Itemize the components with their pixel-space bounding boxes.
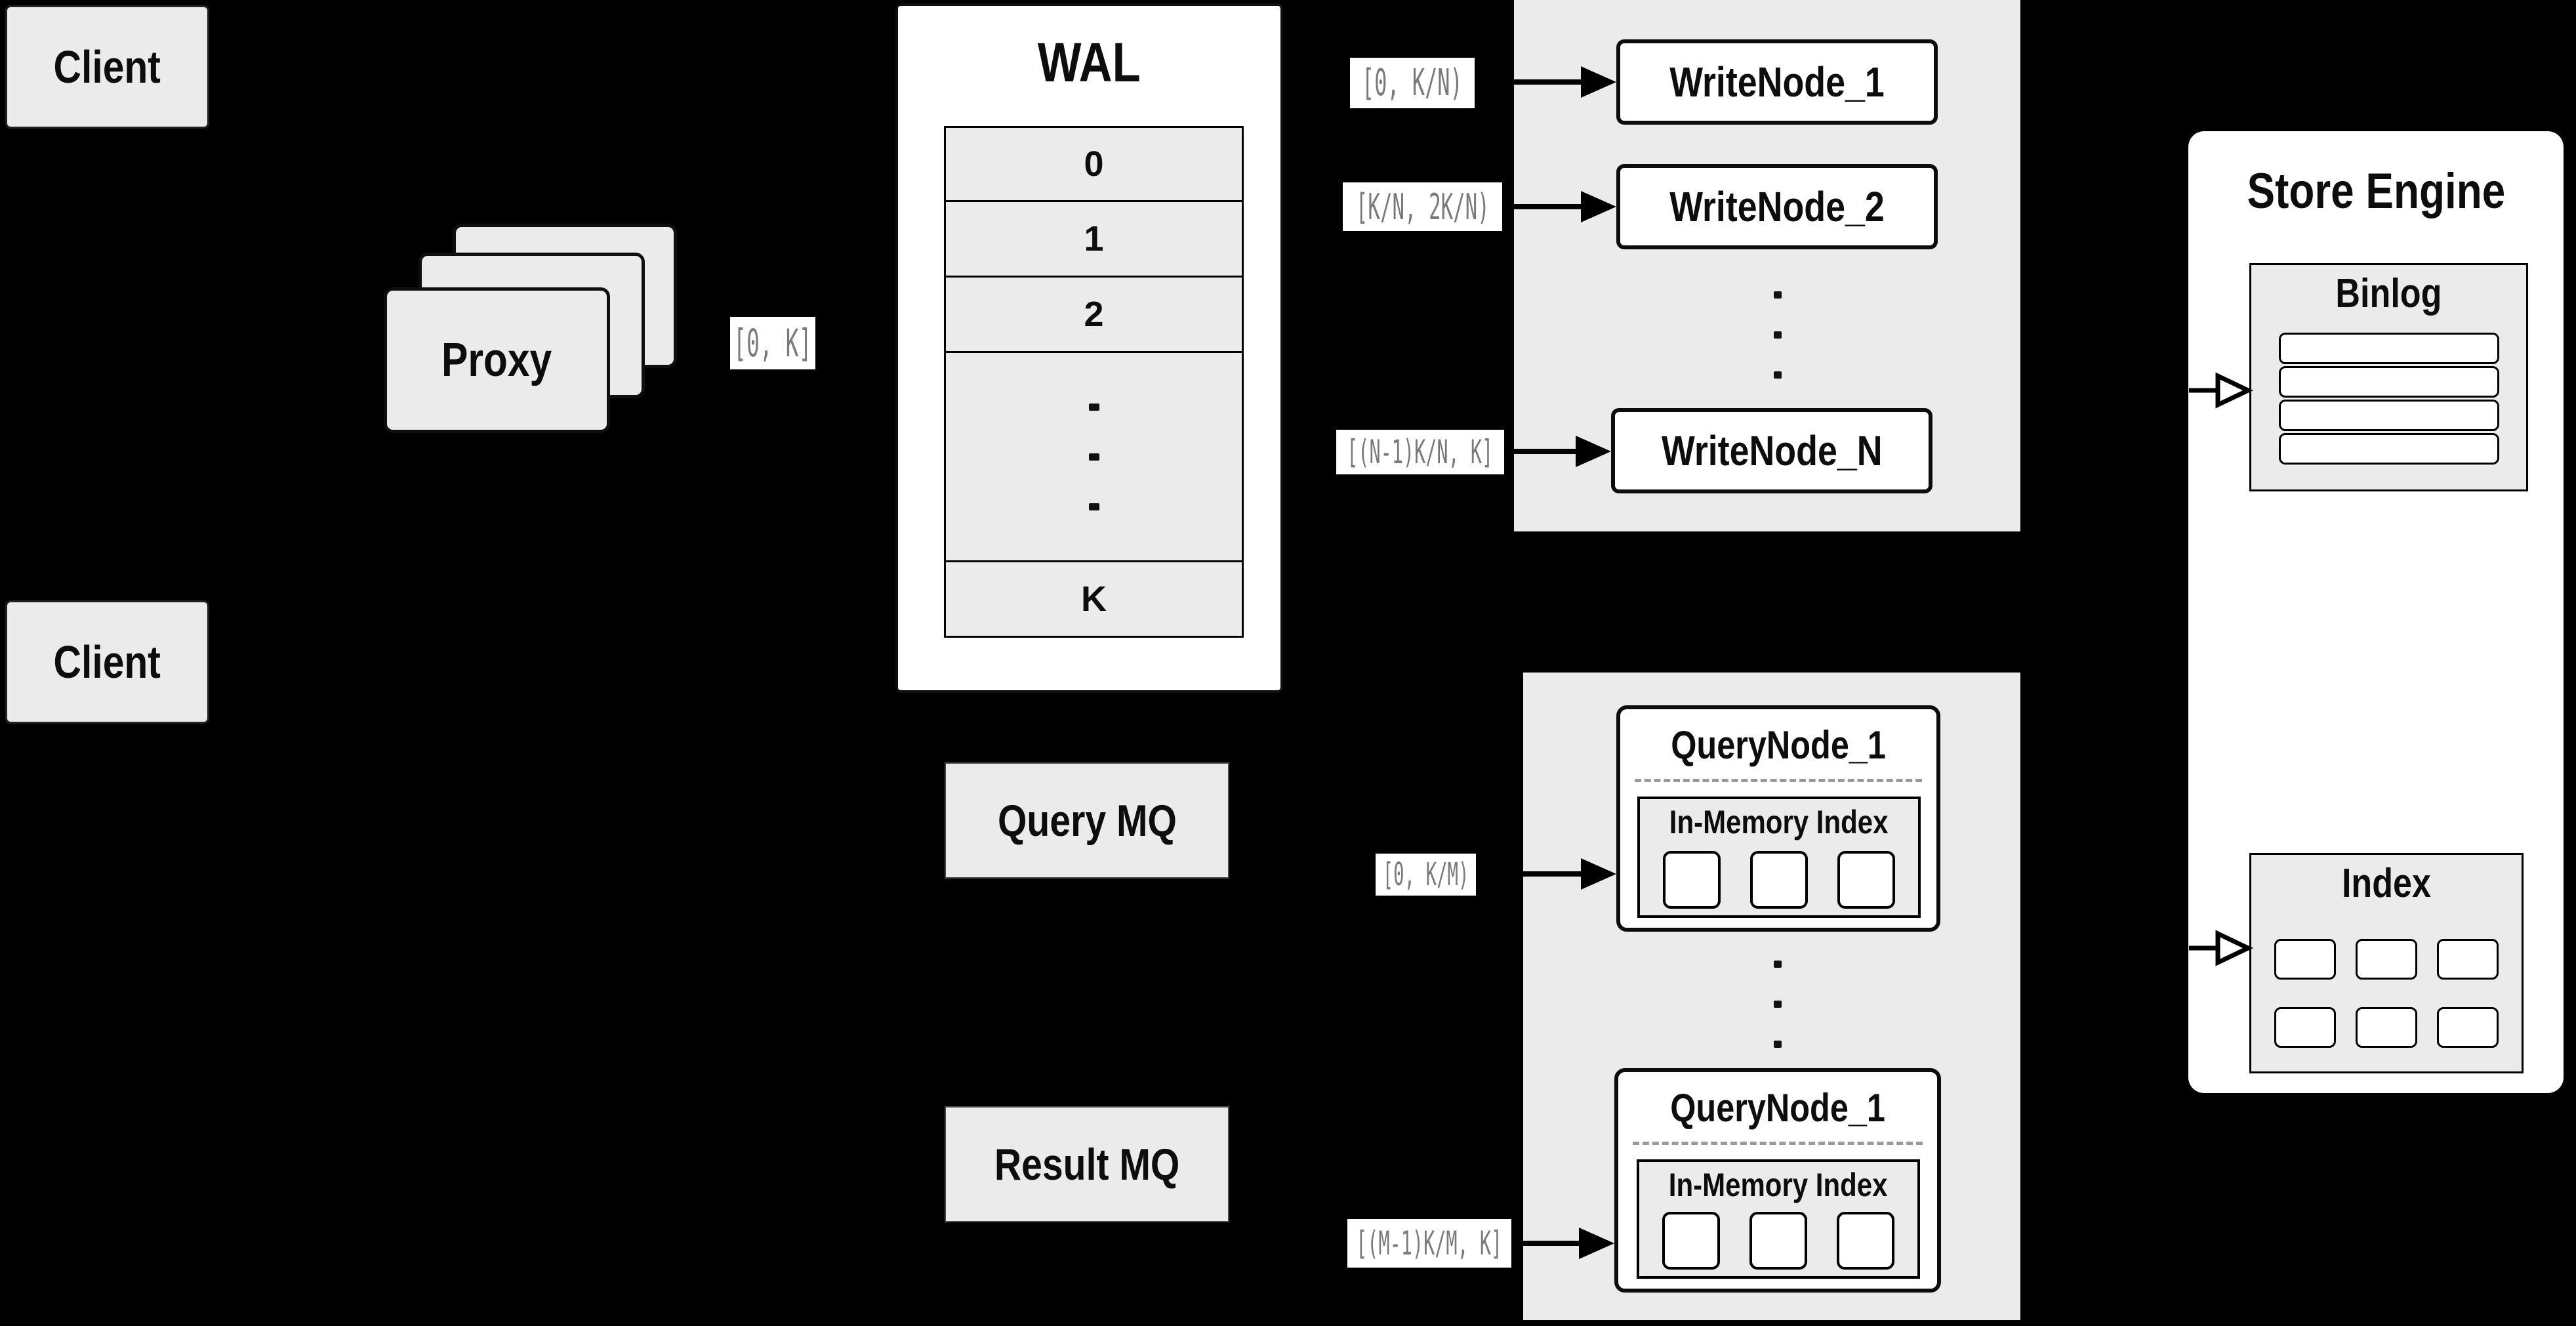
wal-segment-table: 0 1 2 K [944,126,1244,638]
index-segment-cell [1662,1212,1720,1270]
client-top-label: Client [53,41,161,93]
arrow-to-write-node-n [1514,436,1611,467]
arrow-to-binlog [2189,372,2254,409]
index-box: Index [2249,853,2524,1073]
index-cell [2437,1007,2499,1048]
binlog-row [2278,366,2499,398]
result-mq-label: Result MQ [994,1139,1180,1190]
query-node-ellipsis [1765,951,1791,1056]
client-bottom-label: Client [53,636,161,688]
index-cell [2274,1007,2336,1048]
query-node-1-box: QueryNode_1 In-Memory Index [1616,705,1940,932]
in-memory-index-2-title: In-Memory Index [1669,1167,1888,1203]
binlog-rows [2251,333,2526,465]
write-node-n-label: WriteNode_N [1661,427,1883,474]
query-mq-label: Query MQ [997,795,1177,846]
write-node-ellipsis [1765,282,1791,387]
client-box-top: Client [5,5,209,129]
write-node-2-label: WriteNode_2 [1669,183,1885,230]
index-cell [2274,939,2336,980]
wal-segment-row: 2 [946,276,1242,351]
index-cell [2437,939,2499,980]
query-node-m-box: QueryNode_1 In-Memory Index [1614,1068,1941,1293]
index-cell [2356,939,2417,980]
index-segment-cell [1749,1212,1807,1270]
wal-segment-row: 1 [946,200,1242,276]
arrow-to-query-node-1 [1523,858,1616,890]
range-label-write-node-n: [(N-1)K/N, K] [1336,430,1504,474]
range-label-proxy-out: [0, K] [730,317,815,369]
index-segment-cell [1837,1212,1894,1270]
arrow-to-query-node-m [1523,1228,1614,1259]
wal-segment-row: 0 [1084,144,1104,184]
binlog-box: Binlog [2249,263,2528,491]
proxy-card-front: Proxy [384,287,610,433]
arrow-to-write-node-2 [1514,191,1616,222]
index-title: Index [2341,861,2432,906]
wal-box: WAL 0 1 2 K [895,3,1283,693]
index-segment-cell [1837,851,1895,909]
write-node-2-box: WriteNode_2 [1616,164,1938,249]
range-label-query-node-m: [(M-1)K/M, K] [1347,1219,1511,1268]
in-memory-index-2-box: In-Memory Index [1637,1159,1920,1279]
result-mq-box: Result MQ [945,1106,1229,1222]
proxy-label: Proxy [441,334,552,386]
range-label-write-node-1: [0, K/N) [1350,58,1475,108]
binlog-row [2278,400,2499,431]
range-label-write-node-2: [K/N, 2K/N) [1343,182,1502,231]
index-segment-cell [1663,851,1721,909]
in-memory-index-1-title: In-Memory Index [1669,804,1889,840]
write-node-1-box: WriteNode_1 [1616,39,1938,125]
range-label-query-node-1: [0, K/M) [1376,854,1476,896]
wal-ellipsis [946,351,1242,560]
query-node-m-divider [1633,1142,1923,1145]
query-node-1-title: QueryNode_1 [1671,722,1886,767]
index-cell [2356,1007,2417,1048]
arrow-to-index [2189,930,2254,966]
binlog-row [2278,333,2499,364]
in-memory-index-1-box: In-Memory Index [1637,797,1921,918]
store-engine-box: Store Engine Binlog Index [2188,131,2564,1093]
wal-segment-row: K [946,560,1242,636]
write-node-1-label: WriteNode_1 [1669,58,1885,106]
binlog-row [2278,433,2499,465]
write-node-n-box: WriteNode_N [1611,408,1932,493]
wal-title: WAL [1038,31,1141,93]
arrow-to-write-node-1 [1514,66,1616,98]
binlog-title: Binlog [2335,271,2442,316]
index-segment-cell [1750,851,1808,909]
client-box-bottom: Client [5,600,209,724]
store-engine-title: Store Engine [2247,163,2505,219]
query-mq-box: Query MQ [945,762,1229,879]
query-node-1-divider [1635,779,1922,782]
query-node-m-title: QueryNode_1 [1670,1085,1885,1130]
